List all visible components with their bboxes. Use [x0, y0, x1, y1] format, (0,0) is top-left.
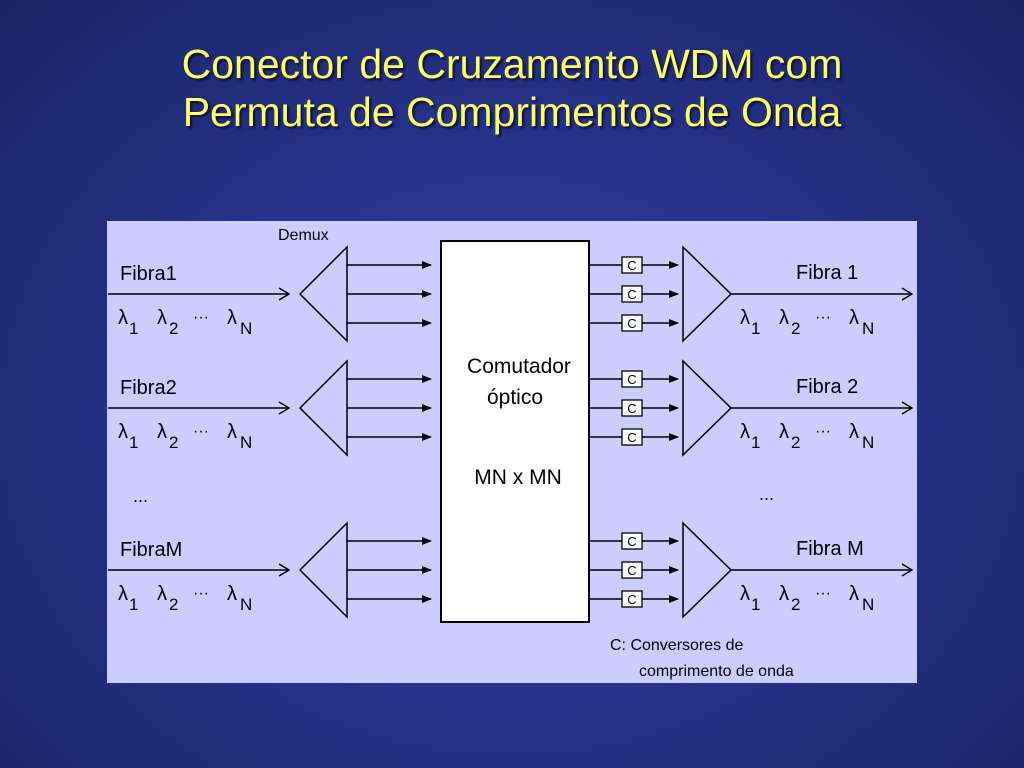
- mux-3: [682, 521, 733, 619]
- demux-3: [298, 521, 348, 619]
- input-wavelengths-2-sub-2: 2: [169, 433, 178, 452]
- converter-label-1-1: C: [627, 258, 636, 273]
- output-wavelengths-2-lambda-2: λ: [779, 421, 789, 443]
- converter-label-1-2: C: [627, 287, 636, 302]
- output-wavelengths-2-sub-1: 1: [751, 433, 760, 452]
- output-wavelengths-3-dots: ···: [815, 585, 831, 602]
- legend-line-1: C: Conversores de: [610, 637, 743, 654]
- input-wavelengths-3-lambda-1: λ: [118, 583, 128, 605]
- input-wavelengths-2-lambda-1: λ: [118, 421, 128, 443]
- input-wavelengths-3-lambda-2: λ: [157, 583, 167, 605]
- output-wavelengths-2-sub-2: 2: [791, 433, 800, 452]
- ellipsis-right: ...: [759, 484, 774, 504]
- output-wavelengths-1-sub-2: 2: [791, 319, 800, 338]
- demux-2: [298, 359, 348, 457]
- output-fiber-label-1: Fibra 1: [796, 262, 858, 284]
- converter-label-3-1: C: [627, 534, 636, 549]
- output-wavelengths-2-dots: ···: [815, 423, 831, 440]
- converter-label-3-2: C: [627, 563, 636, 578]
- demux-1: [298, 245, 348, 343]
- output-wavelengths-2-lambda-n: λ: [849, 421, 859, 443]
- converter-label-1-3: C: [627, 316, 636, 331]
- input-wavelengths-1-lambda-2: λ: [157, 307, 167, 329]
- output-wavelengths-3-lambda-2: λ: [779, 583, 789, 605]
- output-wavelengths-3-lambda-1: λ: [740, 583, 750, 605]
- output-wavelengths-3-lambda-n: λ: [849, 583, 859, 605]
- input-fiber-label-1: Fibra1: [120, 263, 177, 285]
- converter-label-2-2: C: [627, 401, 636, 416]
- output-wavelengths-1-dots: ···: [815, 309, 831, 326]
- slide-title: Conector de Cruzamento WDM com Permuta d…: [0, 40, 1024, 136]
- mux-1: [682, 245, 733, 343]
- input-wavelengths-1-dots: ···: [193, 309, 209, 326]
- input-wavelengths-3-sub-1: 1: [129, 595, 138, 614]
- input-wavelengths-3-sub-2: 2: [169, 595, 178, 614]
- input-fiber-label-2: Fibra2: [120, 377, 177, 399]
- switch-label-2: óptico: [487, 386, 543, 409]
- converter-label-2-1: C: [627, 372, 636, 387]
- input-wavelengths-1-sub-2: 2: [169, 319, 178, 338]
- input-wavelengths-2-dots: ···: [193, 423, 209, 440]
- input-wavelengths-2-lambda-2: λ: [157, 421, 167, 443]
- output-wavelengths-3-sub-1: 1: [751, 595, 760, 614]
- output-wavelengths-3-sub-2: 2: [791, 595, 800, 614]
- input-wavelengths-2-lambda-n: λ: [227, 421, 237, 443]
- output-wavelengths-1-sub-1: 1: [751, 319, 760, 338]
- input-wavelengths-1-sub-1: 1: [129, 319, 138, 338]
- mux-2: [682, 359, 733, 457]
- input-wavelengths-3-sub-n: N: [240, 595, 252, 614]
- input-wavelengths-2-sub-n: N: [240, 433, 252, 452]
- output-wavelengths-1-lambda-2: λ: [779, 307, 789, 329]
- optical-switch: [440, 240, 590, 623]
- output-wavelengths-2-sub-n: N: [862, 433, 874, 452]
- converter-label-2-3: C: [627, 430, 636, 445]
- output-fiber-label-2: Fibra 2: [796, 376, 858, 398]
- output-wavelengths-1-sub-n: N: [862, 319, 874, 338]
- ellipsis-left: ...: [133, 486, 148, 506]
- input-wavelengths-1-sub-n: N: [240, 319, 252, 338]
- title-line-1: Conector de Cruzamento WDM com: [181, 41, 843, 87]
- input-fiber-label-3: FibraM: [120, 539, 182, 561]
- title-line-2: Permuta de Comprimentos de Onda: [182, 89, 842, 135]
- input-wavelengths-2-sub-1: 1: [129, 433, 138, 452]
- input-wavelengths-1-lambda-1: λ: [118, 307, 128, 329]
- output-wavelengths-2-lambda-1: λ: [740, 421, 750, 443]
- output-wavelengths-3-sub-n: N: [862, 595, 874, 614]
- input-wavelengths-1-lambda-n: λ: [227, 307, 237, 329]
- demux-label: Demux: [278, 227, 329, 244]
- switch-label-1: Comutador: [467, 355, 571, 378]
- output-wavelengths-1-lambda-n: λ: [849, 307, 859, 329]
- input-wavelengths-3-lambda-n: λ: [227, 583, 237, 605]
- output-wavelengths-1-lambda-1: λ: [740, 307, 750, 329]
- switch-label-3: MN x MN: [474, 466, 562, 489]
- legend-line-2: comprimento de onda: [639, 663, 794, 680]
- input-wavelengths-3-dots: ···: [193, 585, 209, 602]
- output-fiber-label-3: Fibra M: [796, 538, 864, 560]
- converter-label-3-3: C: [627, 592, 636, 607]
